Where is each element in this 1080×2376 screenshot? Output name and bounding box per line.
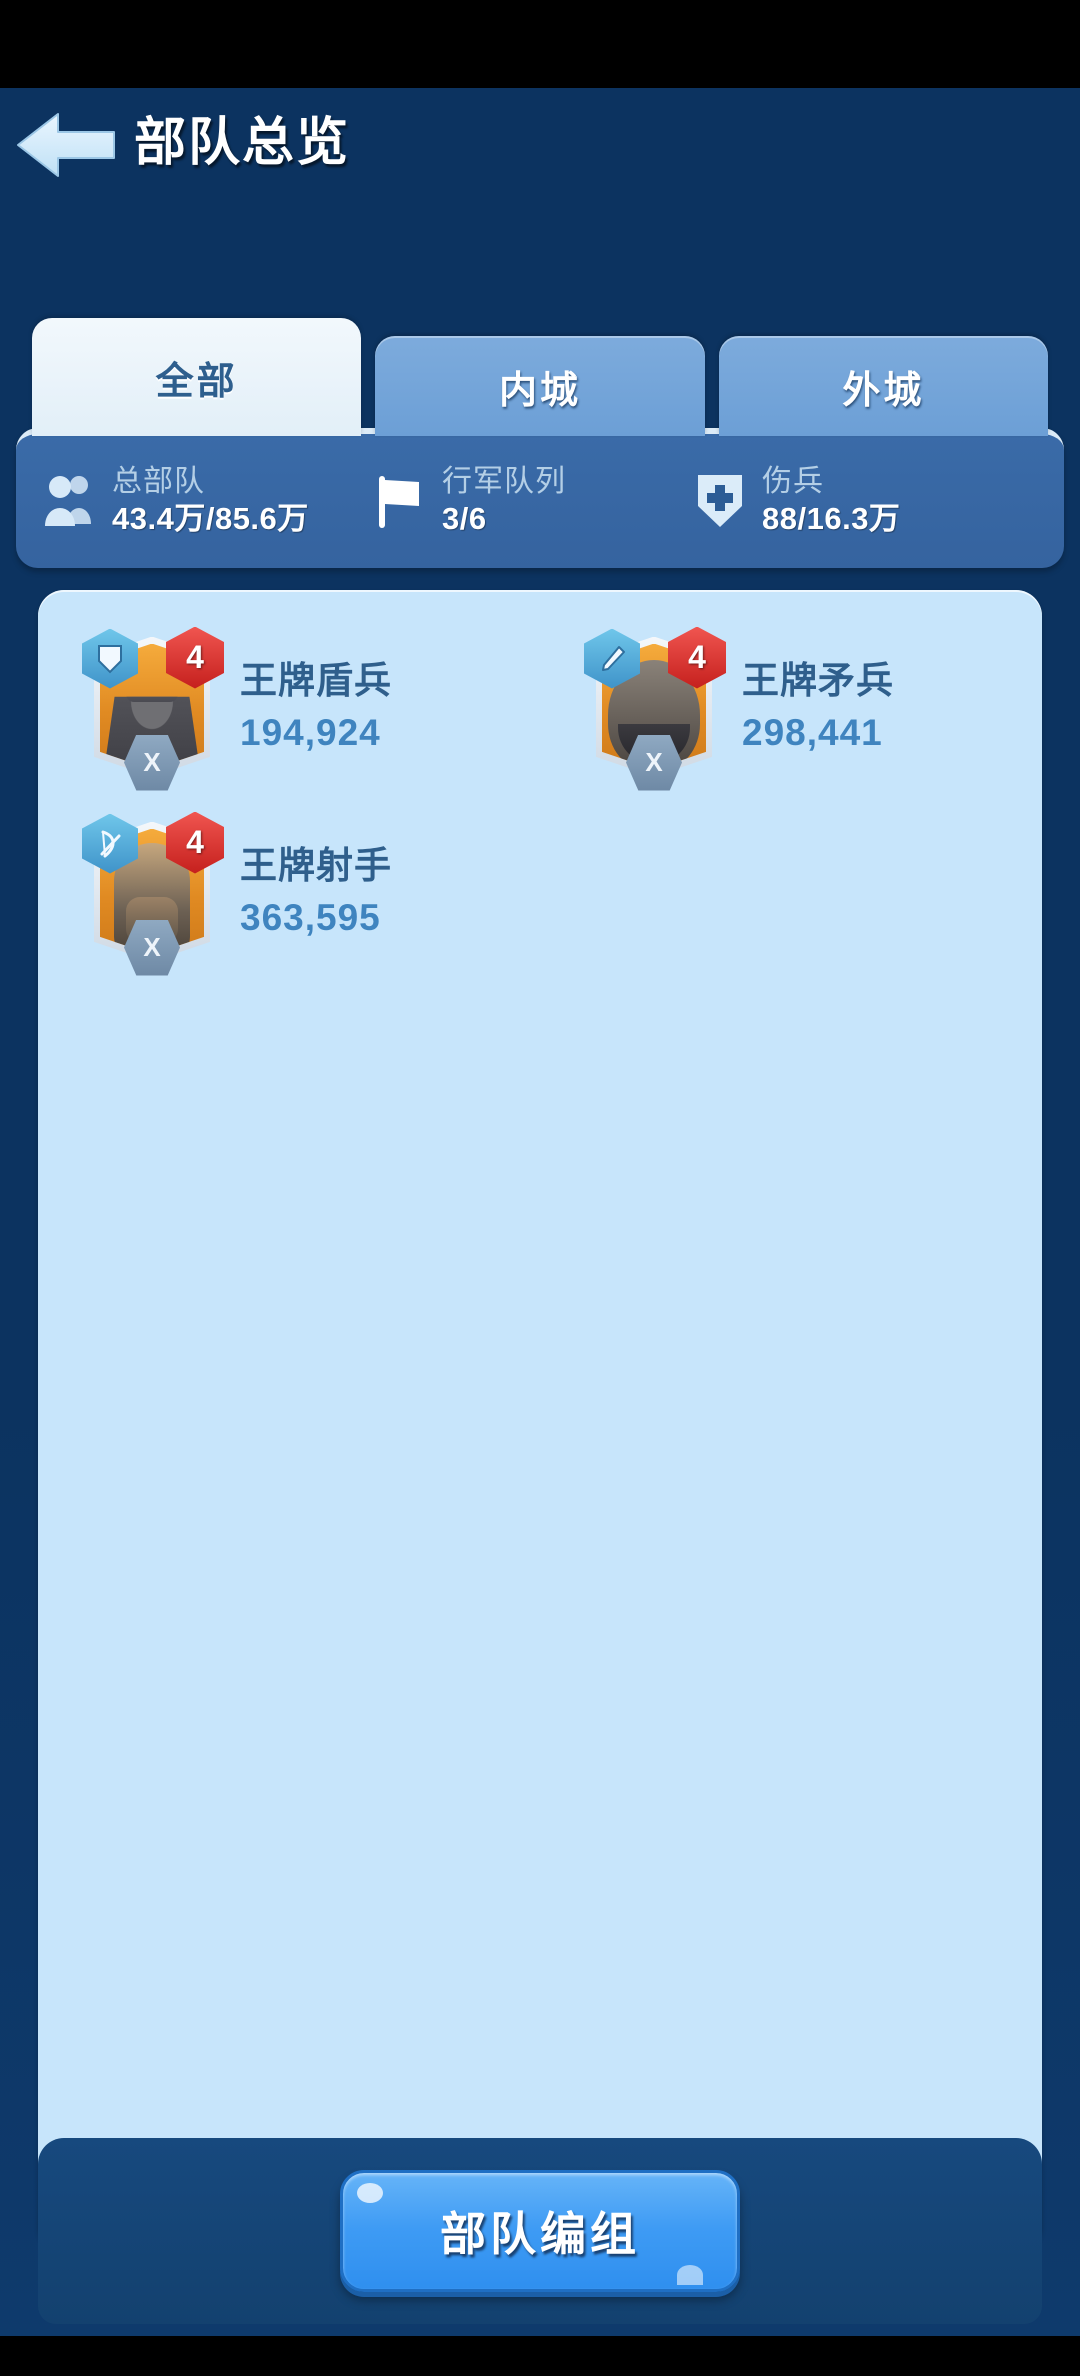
tab-outer-city-label: 外城 bbox=[842, 369, 925, 412]
troop-card[interactable]: 4 X 王牌盾兵 194,924 bbox=[38, 614, 540, 799]
tab-outer-city[interactable]: 外城 bbox=[718, 336, 1048, 436]
status-bar-top bbox=[0, 0, 1080, 88]
troop-portrait: 4 X bbox=[82, 811, 224, 976]
bottom-action-bar: 部队编组 bbox=[38, 2138, 1042, 2324]
troop-count: 298,441 bbox=[742, 711, 883, 753]
header: 部队总览 bbox=[0, 88, 1080, 202]
troop-info: 王牌盾兵 194,924 bbox=[240, 658, 392, 756]
flag-icon bbox=[372, 470, 428, 532]
tab-inner-city-label: 内城 bbox=[498, 369, 581, 412]
troop-formation-button[interactable]: 部队编组 bbox=[340, 2170, 740, 2292]
stat-march-queue-value: 3/6 bbox=[442, 501, 487, 537]
lock-badge: X bbox=[626, 734, 682, 791]
stat-total-troops[interactable]: 总部队 43.4万/85.6万 bbox=[42, 465, 372, 537]
stat-march-queue-label: 行军队列 bbox=[442, 465, 566, 499]
stat-total-troops-value: 43.4万/85.6万 bbox=[112, 501, 309, 537]
tab-inner-city[interactable]: 内城 bbox=[375, 336, 705, 436]
troop-name: 王牌射手 bbox=[240, 844, 392, 886]
tab-all[interactable]: 全部 bbox=[32, 318, 362, 436]
stat-total-troops-label: 总部队 bbox=[112, 465, 205, 499]
troop-count: 194,924 bbox=[240, 711, 381, 753]
troop-card[interactable]: 4 X 王牌矛兵 298,441 bbox=[540, 614, 1042, 799]
troop-formation-button-label: 部队编组 bbox=[440, 2208, 640, 2260]
page-title: 部队总览 bbox=[134, 114, 351, 172]
troop-grid: 4 X 王牌盾兵 194,924 bbox=[38, 614, 1042, 984]
troop-name: 王牌盾兵 bbox=[240, 659, 392, 701]
status-bar-bottom bbox=[0, 2336, 1080, 2376]
back-arrow-icon[interactable] bbox=[14, 106, 122, 184]
people-icon bbox=[42, 470, 98, 532]
stat-march-queue[interactable]: 行军队列 3/6 bbox=[372, 465, 692, 537]
troop-portrait: 4 X bbox=[82, 626, 224, 791]
troop-info: 王牌射手 363,595 bbox=[240, 843, 392, 941]
troop-card[interactable]: 4 X 王牌射手 363,595 bbox=[38, 799, 540, 984]
stat-wounded-label: 伤兵 bbox=[762, 465, 824, 499]
stat-wounded-value: 88/16.3万 bbox=[762, 501, 901, 537]
troop-list-panel: 4 X 王牌盾兵 194,924 bbox=[38, 590, 1042, 2250]
medic-shield-icon bbox=[692, 470, 748, 532]
lock-badge: X bbox=[124, 734, 180, 791]
lock-badge: X bbox=[124, 919, 180, 976]
game-screen: 部队总览 全部 内城 外城 bbox=[0, 88, 1080, 2336]
troop-portrait: 4 X bbox=[584, 626, 726, 791]
stat-wounded[interactable]: 伤兵 88/16.3万 bbox=[692, 465, 1032, 537]
troop-info: 王牌矛兵 298,441 bbox=[742, 658, 894, 756]
troop-count: 363,595 bbox=[240, 896, 381, 938]
tab-bar: 全部 内城 外城 bbox=[32, 316, 1048, 436]
stats-bar: 总部队 43.4万/85.6万 行军队列 3/6 bbox=[16, 428, 1064, 568]
troop-name: 王牌矛兵 bbox=[742, 659, 894, 701]
tab-all-label: 全部 bbox=[155, 360, 238, 403]
